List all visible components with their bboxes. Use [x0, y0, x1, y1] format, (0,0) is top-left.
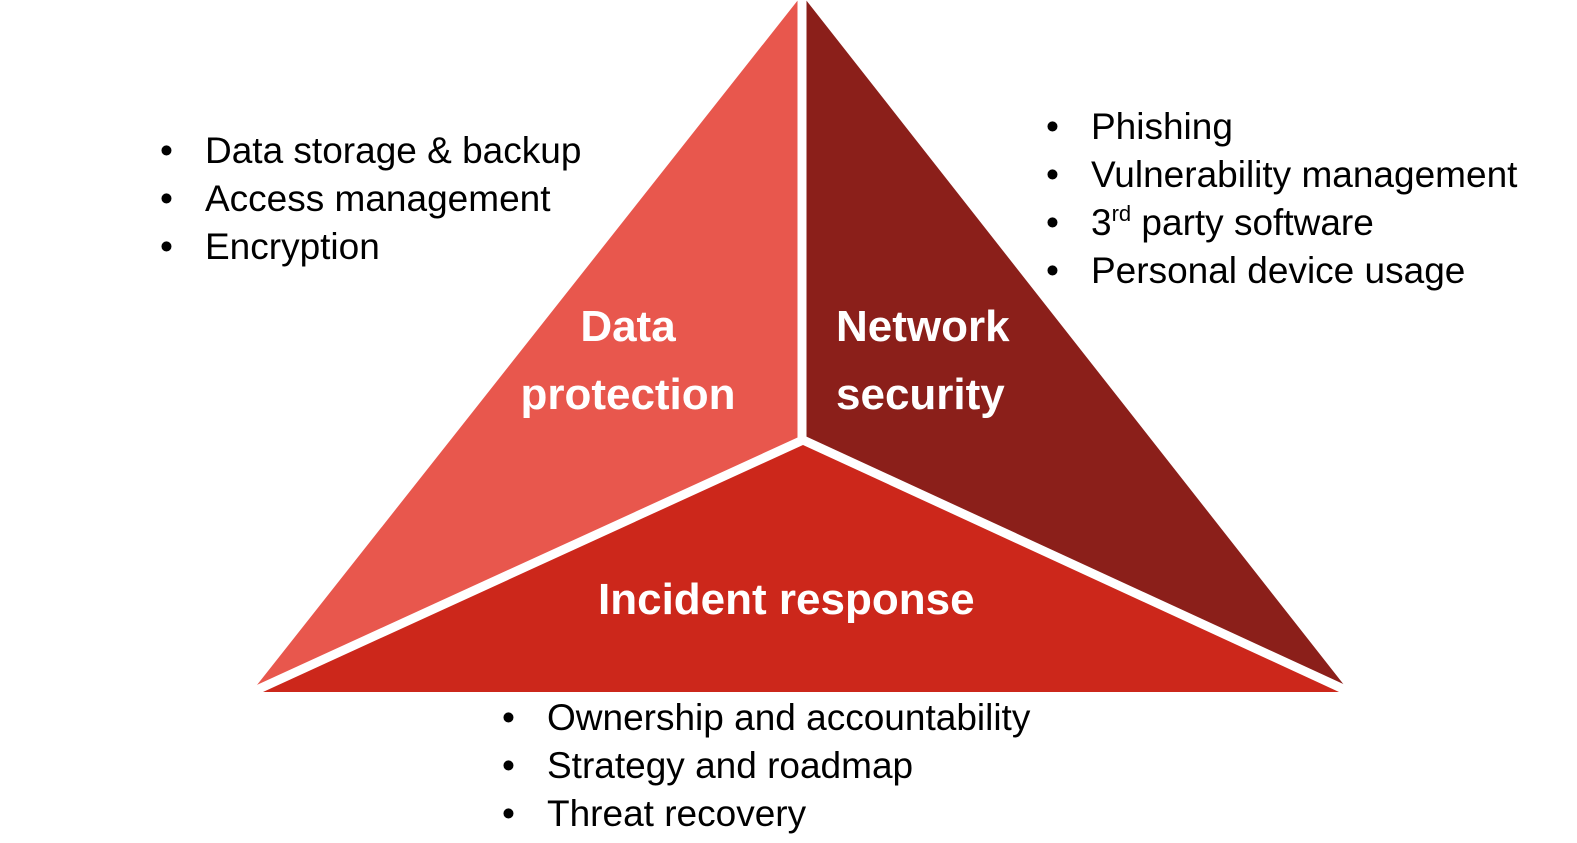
network-security-list: Phishing Vulnerability management 3rd pa…	[1046, 103, 1517, 295]
divider-left	[248, 435, 805, 698]
network-security-label: Network security	[836, 293, 1010, 429]
list-item: Threat recovery	[502, 790, 1030, 838]
incident-response-label: Incident response	[598, 575, 975, 624]
list-text: party software	[1131, 202, 1374, 243]
list-item: Encryption	[160, 223, 581, 271]
list-item: Phishing	[1046, 103, 1517, 151]
segment-incident-response	[253, 440, 1348, 692]
incident-response-list: Ownership and accountability Strategy an…	[502, 694, 1030, 838]
data-protection-label: Data protection	[510, 293, 746, 429]
list-item: Strategy and roadmap	[502, 742, 1030, 790]
data-protection-list: Data storage & backup Access management …	[160, 127, 581, 271]
divider-right	[801, 435, 1354, 698]
list-item: Data storage & backup	[160, 127, 581, 175]
segment-network-security	[803, 0, 1348, 690]
list-item: Ownership and accountability	[502, 694, 1030, 742]
label-line: protection	[520, 370, 736, 419]
label-line: Network	[836, 302, 1010, 351]
list-item: 3rd party software	[1046, 199, 1517, 247]
superscript: rd	[1111, 201, 1132, 226]
label-line: Data	[580, 302, 676, 351]
list-item: Personal device usage	[1046, 247, 1517, 295]
list-item: Access management	[160, 175, 581, 223]
list-text: 3	[1091, 202, 1112, 243]
label-line: security	[836, 370, 1005, 419]
list-item: Vulnerability management	[1046, 151, 1517, 199]
segment-data-protection	[253, 0, 803, 690]
